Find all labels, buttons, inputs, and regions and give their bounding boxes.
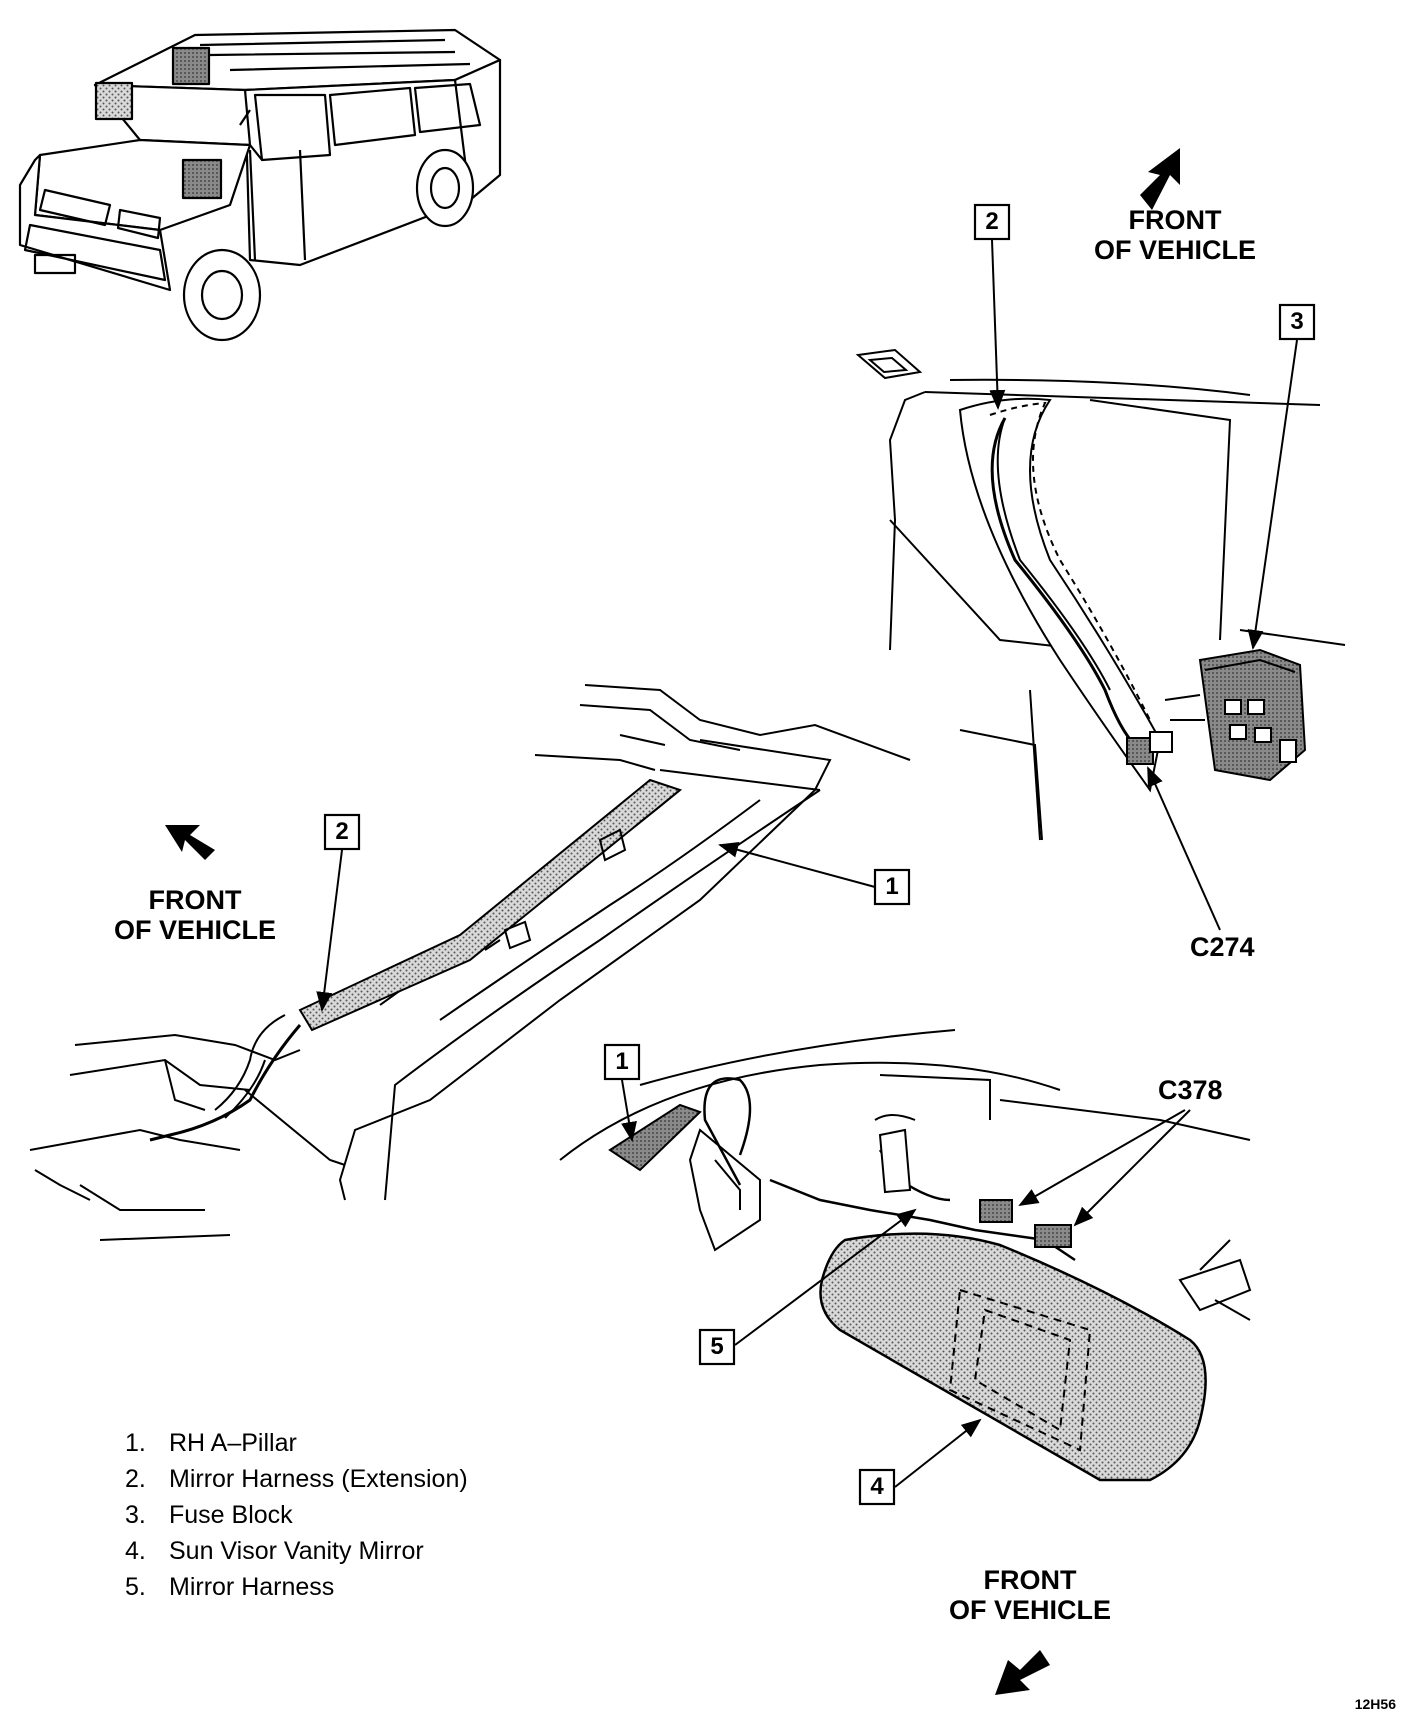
legend-item-number: 1.	[125, 1429, 146, 1457]
legend: 1. RH A–Pillar 2. Mirror Harness (Extens…	[125, 1425, 468, 1605]
callout-box-1-right	[873, 868, 911, 906]
legend-item: 3. Fuse Block	[125, 1497, 468, 1533]
callout-number-2-top: 2	[985, 208, 999, 235]
van-locator-illustration	[18, 28, 502, 342]
legend-item-label: Mirror Harness (Extension)	[169, 1465, 468, 1493]
callout-box-2-top	[973, 203, 1011, 241]
c274-connector	[1126, 731, 1173, 765]
front-of-vehicle-label-left: FRONT OF VEHICLE	[100, 885, 290, 945]
front-label-line2: OF VEHICLE	[113, 915, 276, 945]
callout-boxes	[323, 203, 1316, 1506]
callout-number-1-right: 1	[885, 873, 899, 900]
leader-lines	[316, 239, 1298, 1488]
leader-5	[734, 1208, 917, 1346]
legend-item: 1. RH A–Pillar	[125, 1425, 468, 1461]
legend-item-label: Sun Visor Vanity Mirror	[169, 1537, 424, 1565]
leader-1-lower	[621, 1079, 637, 1142]
c378-connectors	[979, 1199, 1072, 1248]
front-arrow-bottom	[995, 1650, 1050, 1695]
front-label-line1: FRONT	[1128, 205, 1222, 235]
front-label-line1: FRONT	[983, 1565, 1077, 1595]
legend-item-number: 5.	[125, 1573, 146, 1601]
callout-box-1-lower	[603, 1043, 641, 1081]
callout-number-3: 3	[1290, 308, 1304, 335]
legend-item: 2. Mirror Harness (Extension)	[125, 1461, 468, 1497]
callout-box-4	[858, 1468, 896, 1506]
leader-3	[1247, 339, 1298, 650]
legend-item-number: 2.	[125, 1465, 146, 1493]
front-of-vehicle-label-bottom: FRONT OF VEHICLE	[935, 1565, 1125, 1625]
leader-c274	[1147, 766, 1221, 931]
front-arrow-top-right	[1140, 148, 1180, 210]
legend-item: 5. Mirror Harness	[125, 1569, 468, 1605]
callout-box-2-left	[323, 813, 361, 851]
legend-item-label: Mirror Harness	[169, 1573, 335, 1601]
leader-2-left	[316, 849, 343, 1012]
legend-item-number: 4.	[125, 1537, 146, 1565]
leader-4	[894, 1418, 982, 1488]
sun-visor-detail	[559, 1029, 1252, 1482]
leader-2-top	[989, 239, 1006, 410]
figure-code: 12H56	[1354, 1696, 1396, 1712]
callout-box-5	[698, 1328, 736, 1366]
callout-number-4: 4	[870, 1473, 884, 1500]
front-label-line2: OF VEHICLE	[948, 1595, 1111, 1625]
fuse-block	[1164, 648, 1307, 782]
fuse-block-detail	[855, 348, 1346, 841]
a-pillar-detail	[29, 684, 911, 1241]
legend-item-label: RH A–Pillar	[169, 1429, 297, 1457]
front-label-line1: FRONT	[148, 885, 242, 915]
front-of-vehicle-label-top-right: FRONT OF VEHICLE	[1080, 205, 1270, 265]
leader-c378-b	[1073, 1109, 1191, 1227]
leader-1-right	[718, 841, 876, 888]
sun-visor	[819, 1232, 1207, 1482]
front-label-line2: OF VEHICLE	[1093, 235, 1256, 265]
connector-label-c378: C378	[1158, 1075, 1223, 1105]
callout-number-5: 5	[710, 1333, 724, 1360]
connector-label-c274: C274	[1190, 932, 1255, 962]
callout-number-2-left: 2	[335, 818, 349, 845]
callout-box-3	[1278, 303, 1316, 341]
leader-c378-a	[1018, 1109, 1186, 1206]
front-arrow-left	[165, 825, 215, 860]
legend-item: 4. Sun Visor Vanity Mirror	[125, 1533, 468, 1569]
callout-number-1-lower: 1	[615, 1048, 629, 1075]
legend-item-number: 3.	[125, 1501, 146, 1529]
legend-item-label: Fuse Block	[169, 1501, 293, 1529]
